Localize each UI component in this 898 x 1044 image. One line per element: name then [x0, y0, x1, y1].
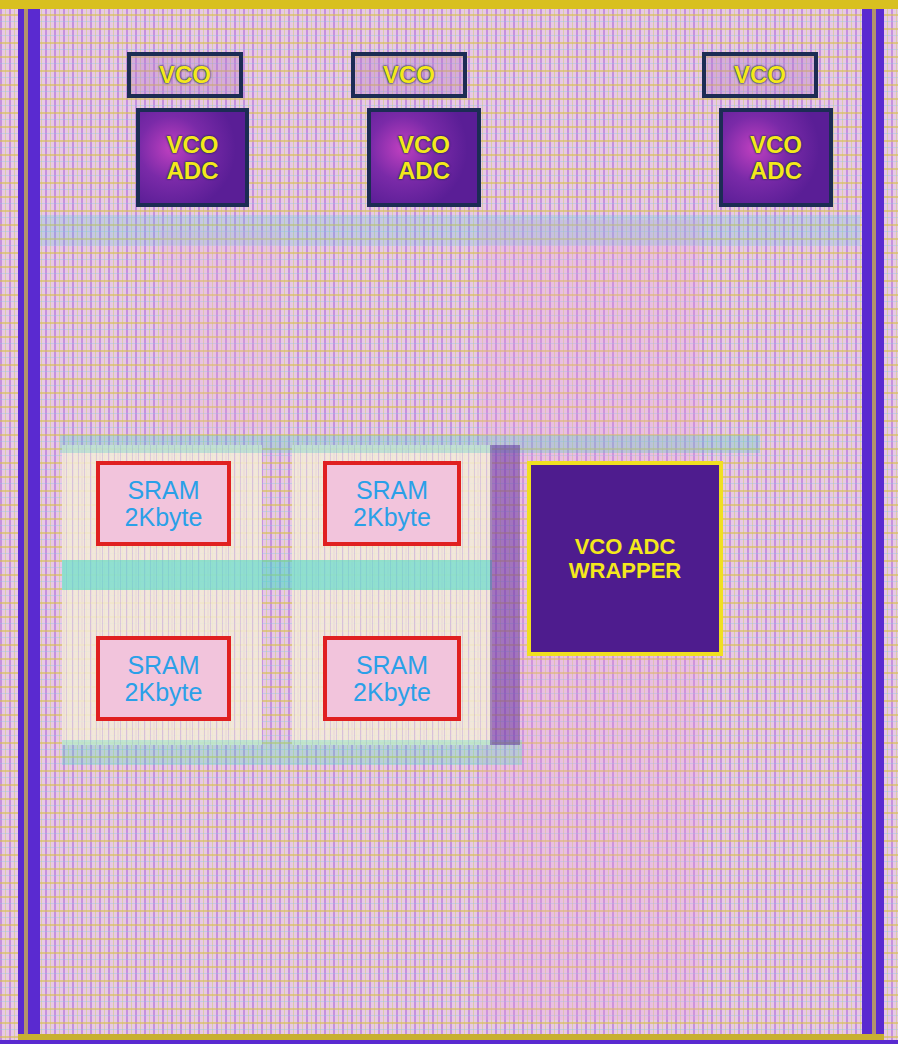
adc-block: VCO ADC	[719, 108, 833, 207]
block-label: VCO ADC	[389, 132, 459, 182]
sram-macro: SRAM 2Kbyte	[323, 636, 461, 721]
adc-block: VCO ADC	[136, 108, 249, 207]
vco-block: VCO	[127, 52, 243, 98]
block-label: VCO ADC	[741, 132, 811, 182]
adc-block: VCO ADC	[367, 108, 481, 207]
block-label: SRAM 2Kbyte	[109, 477, 219, 530]
sram-macro: SRAM 2Kbyte	[96, 636, 231, 721]
block-label: VCO	[734, 62, 786, 87]
wrapper-block: VCO ADC WRAPPER	[527, 461, 723, 656]
vco-block: VCO	[702, 52, 818, 98]
block-label: SRAM 2Kbyte	[337, 477, 447, 530]
block-label: VCO	[159, 62, 211, 87]
sram-macro: SRAM 2Kbyte	[96, 461, 231, 546]
block-label: VCO	[383, 62, 435, 87]
sram-macro: SRAM 2Kbyte	[323, 461, 461, 546]
block-label: VCO ADC WRAPPER	[550, 535, 700, 581]
block-label: SRAM 2Kbyte	[109, 652, 219, 705]
block-label: VCO ADC	[158, 132, 228, 182]
vco-block: VCO	[351, 52, 467, 98]
block-label: SRAM 2Kbyte	[337, 652, 447, 705]
